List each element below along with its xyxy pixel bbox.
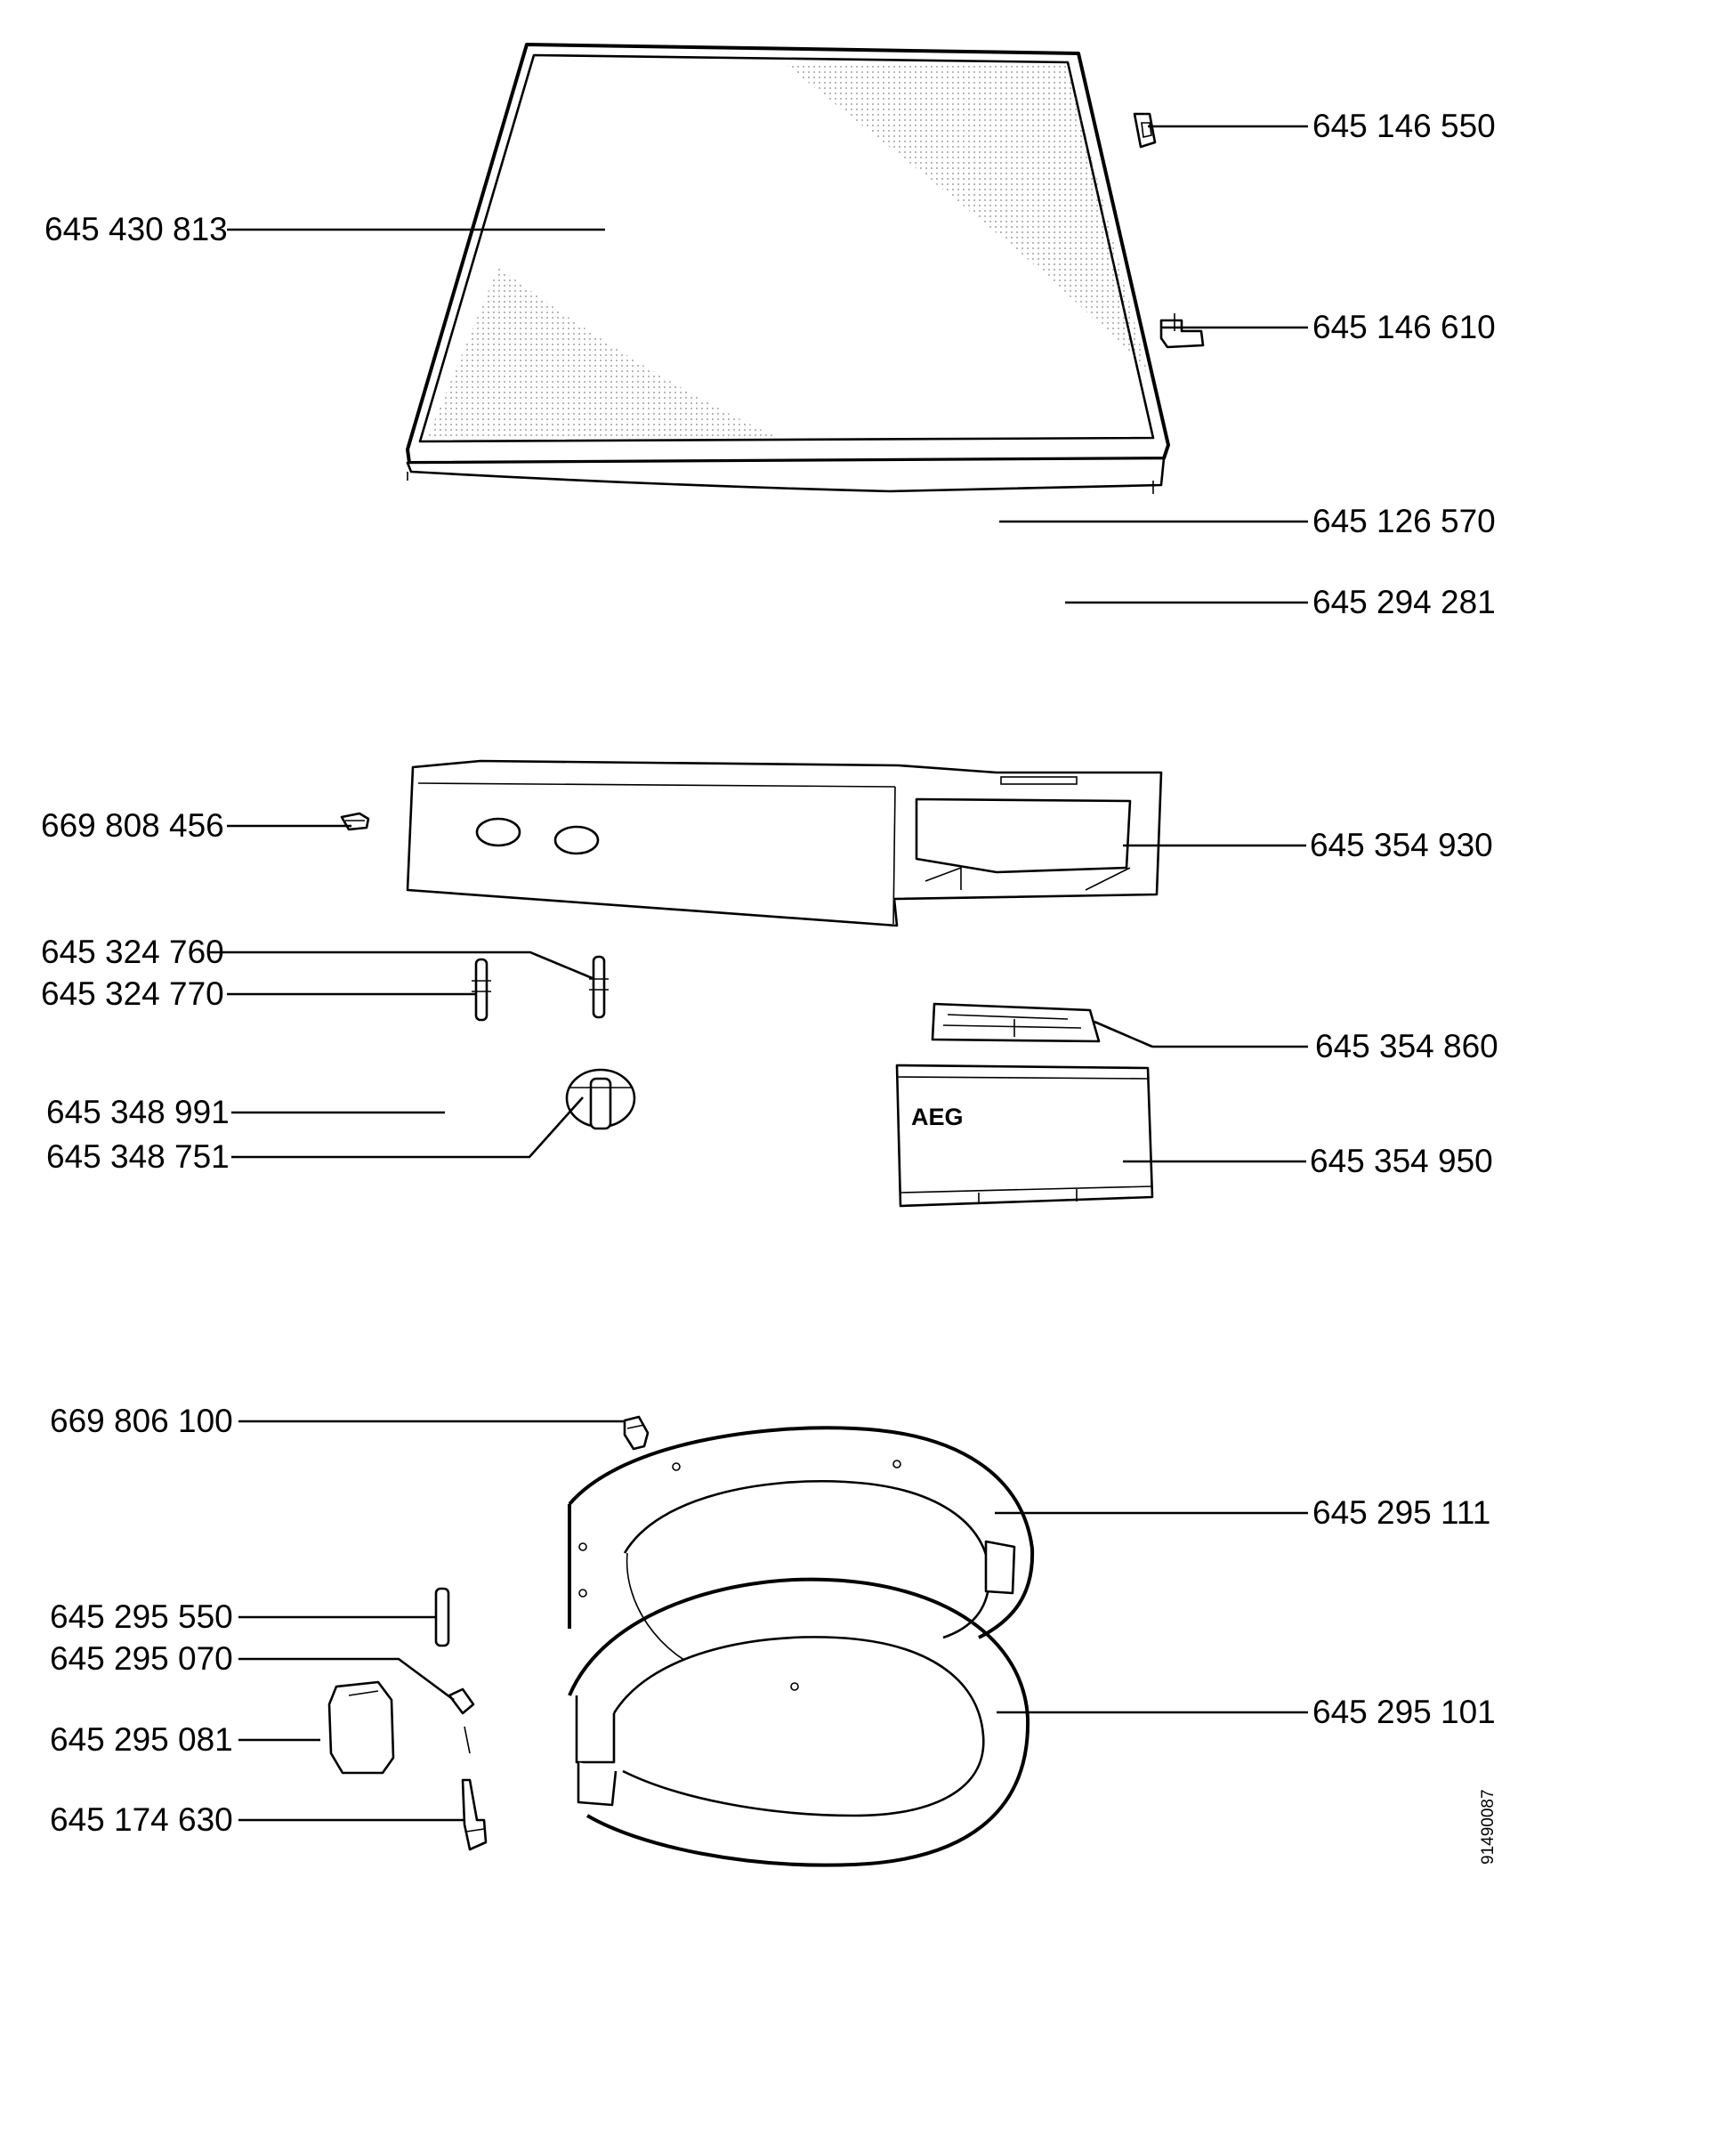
label-door-frame-inner: 645 295 101 <box>1312 1694 1496 1730</box>
label-push-rod-a: 645 324 760 <box>41 934 224 970</box>
door-frame-inner-part <box>568 1577 1030 1867</box>
knob-part <box>565 1068 636 1130</box>
label-dispenser-front: 645 354 950 <box>1310 1143 1493 1179</box>
leader-knob <box>231 1096 584 1159</box>
leader-lines <box>209 125 1308 1822</box>
label-latch: 645 174 630 <box>50 1801 233 1838</box>
leader-spring <box>238 1657 455 1702</box>
push-rod-a-part <box>589 955 609 1019</box>
label-lid-frame: 645 126 570 <box>1312 503 1496 539</box>
part-labels: 645 430 813 645 146 550 645 146 610 645 … <box>41 108 1498 1838</box>
label-door-handle: 645 295 081 <box>50 1721 233 1758</box>
label-control-panel: 645 354 930 <box>1310 827 1493 863</box>
label-knob: 645 348 751 <box>46 1138 230 1175</box>
label-lid-panel: 645 430 813 <box>44 211 228 247</box>
hinge-pin-part <box>434 1587 450 1647</box>
label-spring: 645 295 070 <box>50 1640 233 1677</box>
spring-part <box>448 1687 475 1754</box>
leader-insert-diag <box>1094 1020 1153 1048</box>
door-screw-part <box>623 1415 650 1451</box>
label-panel-insert: 645 354 860 <box>1315 1028 1498 1064</box>
control-panel-part <box>406 759 1163 927</box>
label-hinge-clip: 645 146 550 <box>1312 108 1496 144</box>
push-rod-b-part <box>472 958 491 1022</box>
label-hinge-pin: 645 295 550 <box>50 1598 233 1635</box>
hinge-clip-part <box>1133 112 1157 149</box>
label-door-screw: 669 806 100 <box>50 1403 233 1439</box>
lid-panel <box>406 43 1170 494</box>
latch-part <box>461 1778 488 1851</box>
label-lid-bracket: 645 146 610 <box>1312 309 1496 345</box>
door-frame-outer-part <box>568 1426 1035 1674</box>
drawing-number: 91490087 <box>1479 1789 1498 1865</box>
door-handle-part <box>327 1680 395 1775</box>
brand-mark: AEG <box>911 1104 964 1130</box>
panel-insert-part <box>931 1002 1101 1043</box>
lid-bracket-part <box>1159 313 1205 349</box>
label-panel-screw: 669 808 456 <box>41 807 224 844</box>
label-lid-gasket: 645 294 281 <box>1312 584 1496 620</box>
label-push-rod-b: 645 324 770 <box>41 975 224 1012</box>
leader-push-rod-a <box>209 951 595 981</box>
label-knob-cap: 645 348 991 <box>46 1094 230 1130</box>
label-door-frame-outer: 645 295 111 <box>1312 1494 1490 1531</box>
dispenser-front-part: AEG <box>895 1064 1154 1208</box>
